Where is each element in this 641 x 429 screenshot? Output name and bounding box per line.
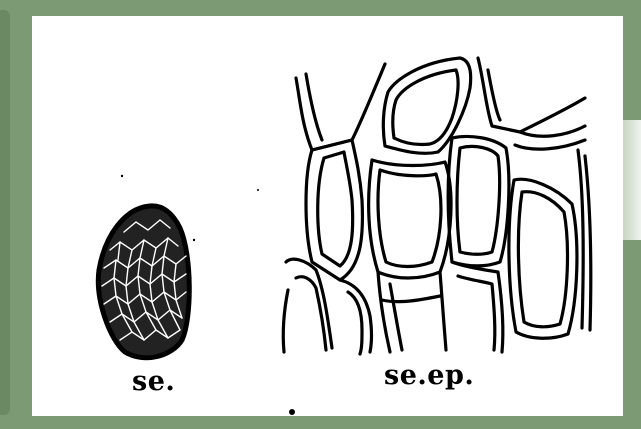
cell-wall <box>348 292 362 354</box>
cell-wall <box>378 170 441 267</box>
cell-wall <box>283 290 288 352</box>
cell-wall <box>440 272 446 350</box>
cell-wall <box>390 284 402 350</box>
cell-wall <box>296 64 385 150</box>
cell-wall <box>318 152 353 266</box>
cell-wall <box>340 280 372 352</box>
cell-wall <box>518 192 567 327</box>
seed-drawing <box>98 206 189 358</box>
cell-wall <box>378 272 390 352</box>
seed-outline <box>98 206 189 358</box>
cell-wall <box>393 70 458 145</box>
seed-epidermis-drawing <box>283 58 591 354</box>
cell-wall <box>515 140 585 149</box>
cell-wall <box>458 276 495 350</box>
seed-label: se. <box>132 366 175 397</box>
cell-wall <box>578 150 583 328</box>
cell-wall <box>457 146 500 254</box>
seed-epidermis-label: se.ep. <box>384 360 474 391</box>
cell-wall <box>585 156 591 330</box>
cell-wall <box>306 74 322 140</box>
